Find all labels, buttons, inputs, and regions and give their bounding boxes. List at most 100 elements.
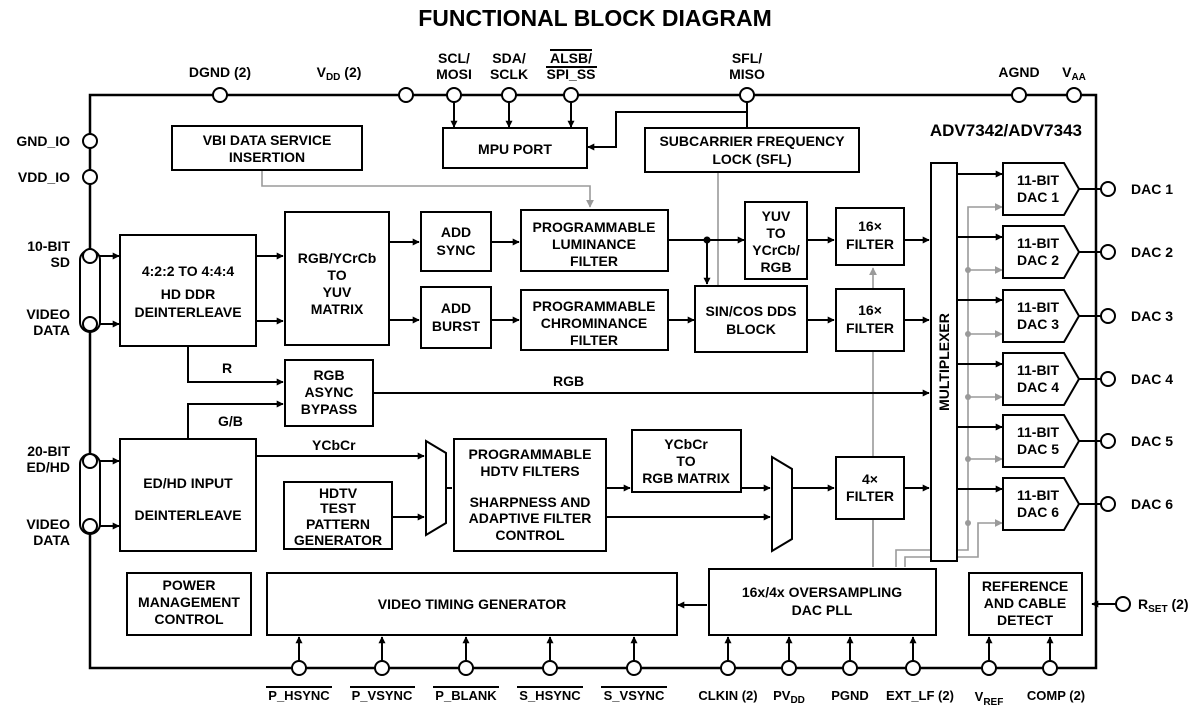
svg-text:VAA: VAA [1062, 64, 1086, 83]
add-burst-label: BURST [432, 318, 481, 334]
pin-label-vdd-sub: DD [326, 72, 340, 83]
pin-label-p-blank: P_BLANK [435, 688, 497, 703]
sfl-label: LOCK (SFL) [712, 151, 791, 167]
edhd-input-block [119, 438, 257, 552]
pin-label-vdd: V [317, 64, 327, 80]
dac-1-label: DAC 1 [1017, 189, 1059, 205]
edhd-label: ED/HD INPUT [143, 475, 233, 491]
pll-label: DAC PLL [792, 602, 853, 618]
dac-5-label: 11-BIT [1017, 424, 1059, 440]
pin-label-vref-sub: REF [983, 697, 1003, 708]
luma-label: LUMINANCE [552, 236, 636, 252]
pin-label-clkin: CLKIN (2) [698, 688, 757, 703]
luma-label: PROGRAMMABLE [533, 219, 656, 235]
signal-label-r: R [222, 360, 232, 376]
svg-text:4×FILTER: 4×FILTER [846, 471, 894, 504]
svg-text:PVDD: PVDD [773, 688, 805, 706]
hdtv-filters-label: HDTV FILTERS [480, 463, 579, 479]
4x-filter-label: 4× [862, 471, 878, 487]
add-sync-block [420, 211, 492, 272]
pin-label-p-vsync: P_VSYNC [352, 688, 413, 703]
pin-label-vaa-sub: AA [1071, 72, 1085, 83]
pin-label-ext-lf: EXT_LF (2) [886, 688, 954, 703]
dac-1-label: 11-BIT [1017, 172, 1059, 188]
power-label: CONTROL [154, 611, 224, 627]
pin-label-vref: V [975, 689, 984, 704]
chroma-label: PROGRAMMABLE [533, 298, 656, 314]
16x-filter-b-block [835, 288, 905, 352]
ycbcr-label: TO [676, 453, 695, 469]
pin-circles [82, 87, 1131, 676]
hdtv-test-pattern-block [283, 481, 393, 550]
pin-label-pvdd-sub: DD [790, 695, 804, 706]
sfl-block [644, 127, 860, 173]
vbi-label: INSERTION [229, 149, 305, 165]
dac-2-label: 11-BIT [1017, 235, 1059, 251]
pin-label-pgnd: PGND [831, 688, 869, 703]
pin-label-agnd: AGND [998, 64, 1039, 80]
ycbcr-label: RGB MATRIX [642, 470, 730, 486]
hdtv-test-label: PATTERN [306, 516, 370, 532]
ref-label: DETECT [997, 612, 1053, 628]
pin-label-spi-ss: SPI_SS [546, 66, 595, 82]
pin-label-sda: SDA/ [492, 50, 526, 66]
ycbcr-rgb-matrix-block [631, 429, 742, 493]
vtg-label: VIDEO TIMING GENERATOR [378, 596, 567, 612]
async-label: BYPASS [301, 401, 358, 417]
16x-filter-label: FILTER [846, 320, 894, 336]
hdtv-test-label: GENERATOR [294, 532, 382, 548]
mpu-port-block [442, 127, 588, 169]
diagram-title: FUNCTIONAL BLOCK DIAGRAM [418, 5, 772, 31]
yuv-label: YUV [762, 208, 791, 224]
dac-3-block [1002, 289, 1081, 343]
svg-text:VREF: VREF [975, 689, 1004, 708]
dac-6-label: 11-BIT [1017, 487, 1059, 503]
pin-label-scl: SCL/ [438, 50, 470, 66]
16x-filter-label: FILTER [846, 236, 894, 252]
pin-label-edhd: ED/HD [26, 459, 70, 475]
hdtv-filters-label: PROGRAMMABLE [469, 446, 592, 462]
pin-label-dac6: DAC 6 [1131, 496, 1173, 512]
multiplexer-label: MULTIPLEXER [936, 313, 952, 411]
dac-1-block [1002, 162, 1081, 216]
hdtv-filters-block [453, 438, 607, 552]
dac-3-label: 11-BIT [1017, 299, 1059, 315]
pin-label-video: VIDEO [26, 306, 70, 322]
dac-6-label: DAC 6 [1017, 504, 1059, 520]
chroma-label: FILTER [570, 332, 618, 348]
pin-label-dac5: DAC 5 [1131, 433, 1173, 449]
pin-label-gnd-io: GND_IO [16, 133, 70, 149]
power-label: POWER [163, 577, 216, 593]
hdtv-filters-label: SHARPNESS AND [470, 494, 591, 510]
async-label: RGB [313, 367, 344, 383]
rgb-async-bypass-block [284, 359, 374, 427]
dac-4-block [1002, 352, 1081, 406]
pin-label-dgnd: DGND (2) [189, 64, 251, 80]
pin-label-s-vsync: S_VSYNC [604, 688, 665, 703]
chrominance-filter-block [520, 289, 669, 351]
sincos-label: SIN/COS DDS [705, 303, 796, 319]
16x-filter-a-block [835, 207, 905, 266]
svg-text:RSET (2): RSET (2) [1138, 596, 1189, 615]
pin-label-sd: SD [51, 254, 70, 270]
chroma-label: CHROMINANCE [541, 315, 648, 331]
svg-text:ALSB/SPI_SS: ALSB/SPI_SS [546, 50, 595, 82]
yuv-to-rgb-block [744, 201, 808, 280]
yuv-label: RGB [760, 259, 791, 275]
